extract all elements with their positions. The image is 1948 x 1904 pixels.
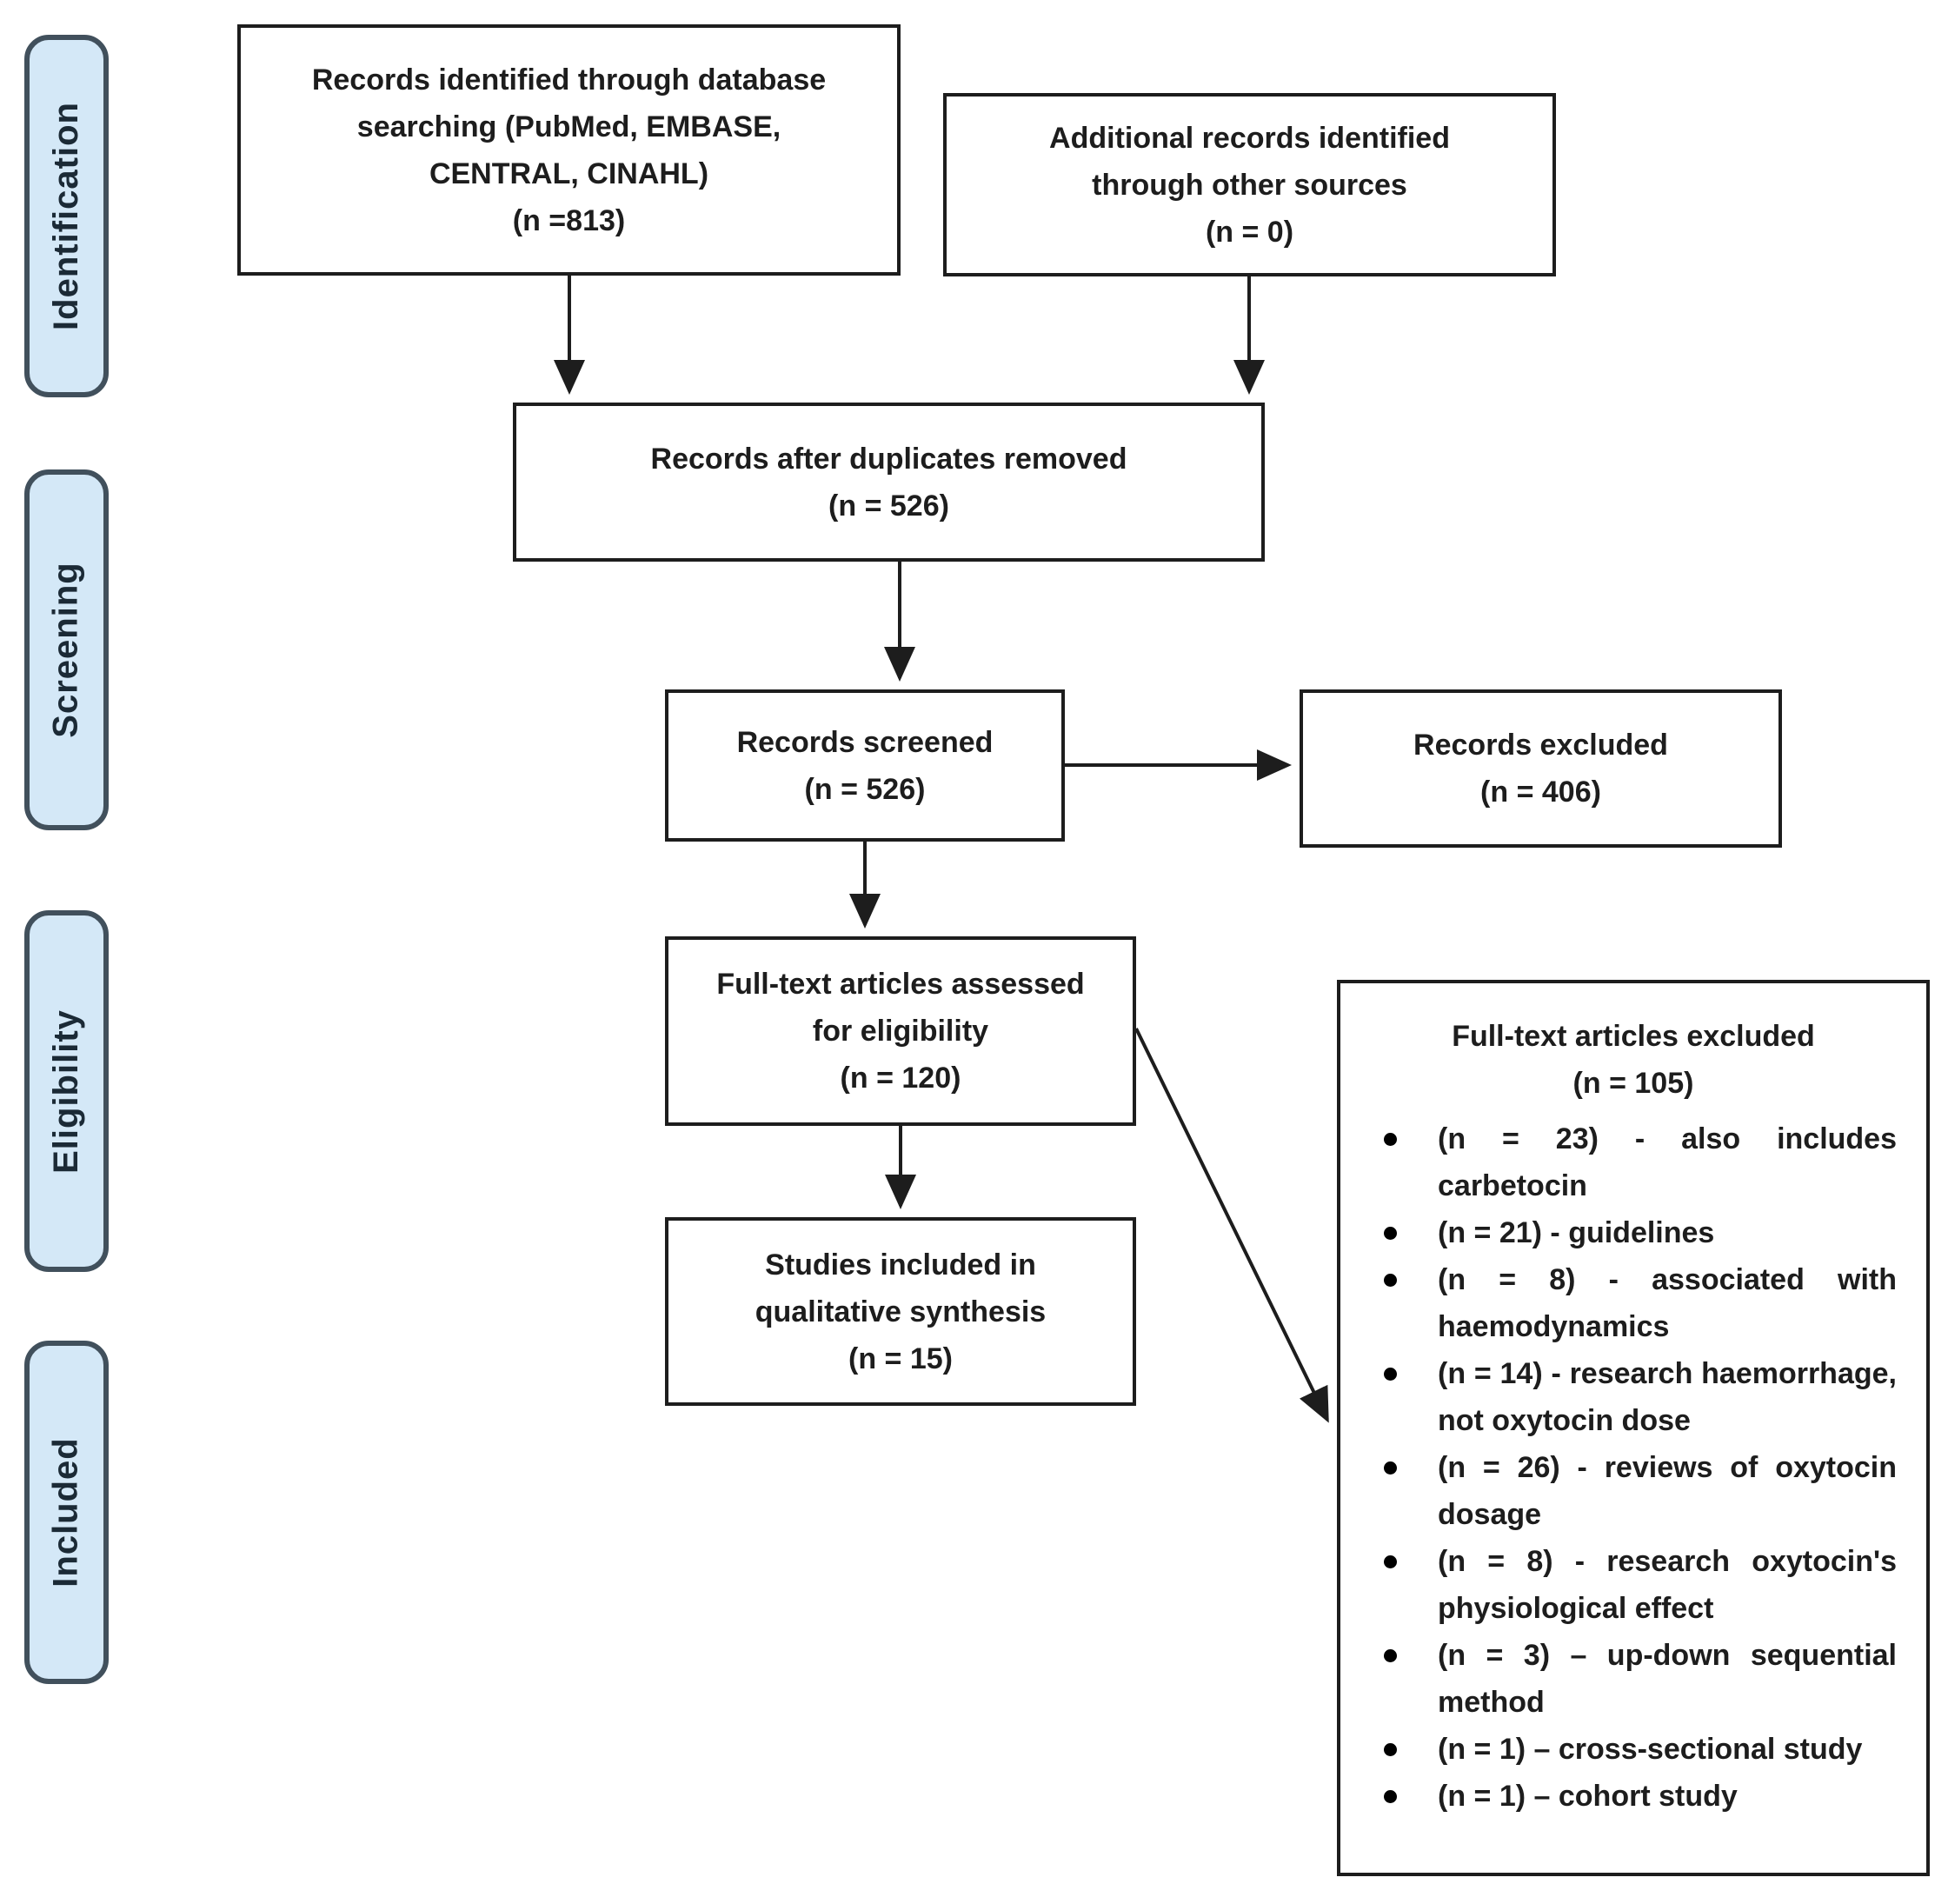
exclusion-reason-item: (n = 21) - guidelines [1340,1209,1897,1256]
exclusion-reason-item: (n = 8) - research oxytocin's physiologi… [1340,1538,1897,1632]
box-records-identified: Records identified through database sear… [237,24,901,276]
box-fulltext-assessed-text: Full-text articles assessed for eligibil… [716,968,1085,1048]
box-fulltext-assessed-count: (n = 120) [840,1062,961,1095]
box-records-identified-text: Records identified through database sear… [311,63,827,190]
stage-identification: Identification [24,35,109,397]
exclusion-reason-item: (n = 3) – up-down sequential method [1340,1632,1897,1726]
box-fulltext-excluded-title: Full-text articles excluded [1452,1020,1815,1053]
arrow-fulltext-to-fulltext-excluded [1134,1028,1329,1423]
stage-included-label: Included [47,1437,86,1588]
box-fulltext-assessed: Full-text articles assessed for eligibil… [665,936,1136,1126]
stage-eligibility: Eligibility [24,910,109,1272]
exclusion-reason-item: (n = 26) - reviews of oxytocin dosage [1340,1444,1897,1538]
box-fulltext-excluded: Full-text articles excluded (n = 105) (n… [1337,980,1930,1876]
box-fulltext-excluded-count: (n = 105) [1572,1067,1694,1100]
box-duplicates-removed-count: (n = 526) [828,489,949,523]
stage-eligibility-label: Eligibility [47,1009,86,1174]
box-studies-included: Studies included in qualitative synthesi… [665,1217,1136,1406]
box-additional-records: Additional records identified through ot… [943,93,1556,276]
exclusion-reason-item: (n = 14) - research haemorrhage, not oxy… [1340,1350,1897,1444]
exclusion-reason-item: (n = 8) - associated with haemodynamics [1340,1256,1897,1350]
box-studies-included-text: Studies included in qualitative synthesi… [755,1248,1047,1328]
box-studies-included-count: (n = 15) [848,1341,953,1375]
exclusion-reason-item: (n = 23) - also includes carbetocin [1340,1115,1897,1209]
box-duplicates-removed: Records after duplicates removed (n = 52… [513,403,1265,562]
box-records-screened-text: Records screened [736,725,994,759]
exclusion-reason-list: (n = 23) - also includes carbetocin(n = … [1340,1115,1926,1820]
box-records-screened-count: (n = 526) [804,772,926,806]
exclusion-reason-item: (n = 1) – cohort study [1340,1773,1897,1820]
box-records-identified-count: (n =813) [512,203,626,237]
box-records-excluded-count: (n = 406) [1480,776,1601,809]
box-additional-records-count: (n = 0) [1205,215,1294,249]
box-records-screened: Records screened (n = 526) [665,689,1065,842]
box-records-excluded-text: Records excluded [1413,729,1668,762]
box-records-excluded: Records excluded (n = 406) [1300,689,1782,848]
box-duplicates-removed-text: Records after duplicates removed [650,442,1127,476]
box-additional-records-text: Additional records identified through ot… [1049,121,1450,202]
stage-screening-label: Screening [47,562,85,738]
stage-identification-label: Identification [47,102,86,330]
stage-included: Included [24,1341,109,1684]
stage-screening: Screening [24,469,109,830]
exclusion-reason-item: (n = 1) – cross-sectional study [1340,1726,1897,1773]
